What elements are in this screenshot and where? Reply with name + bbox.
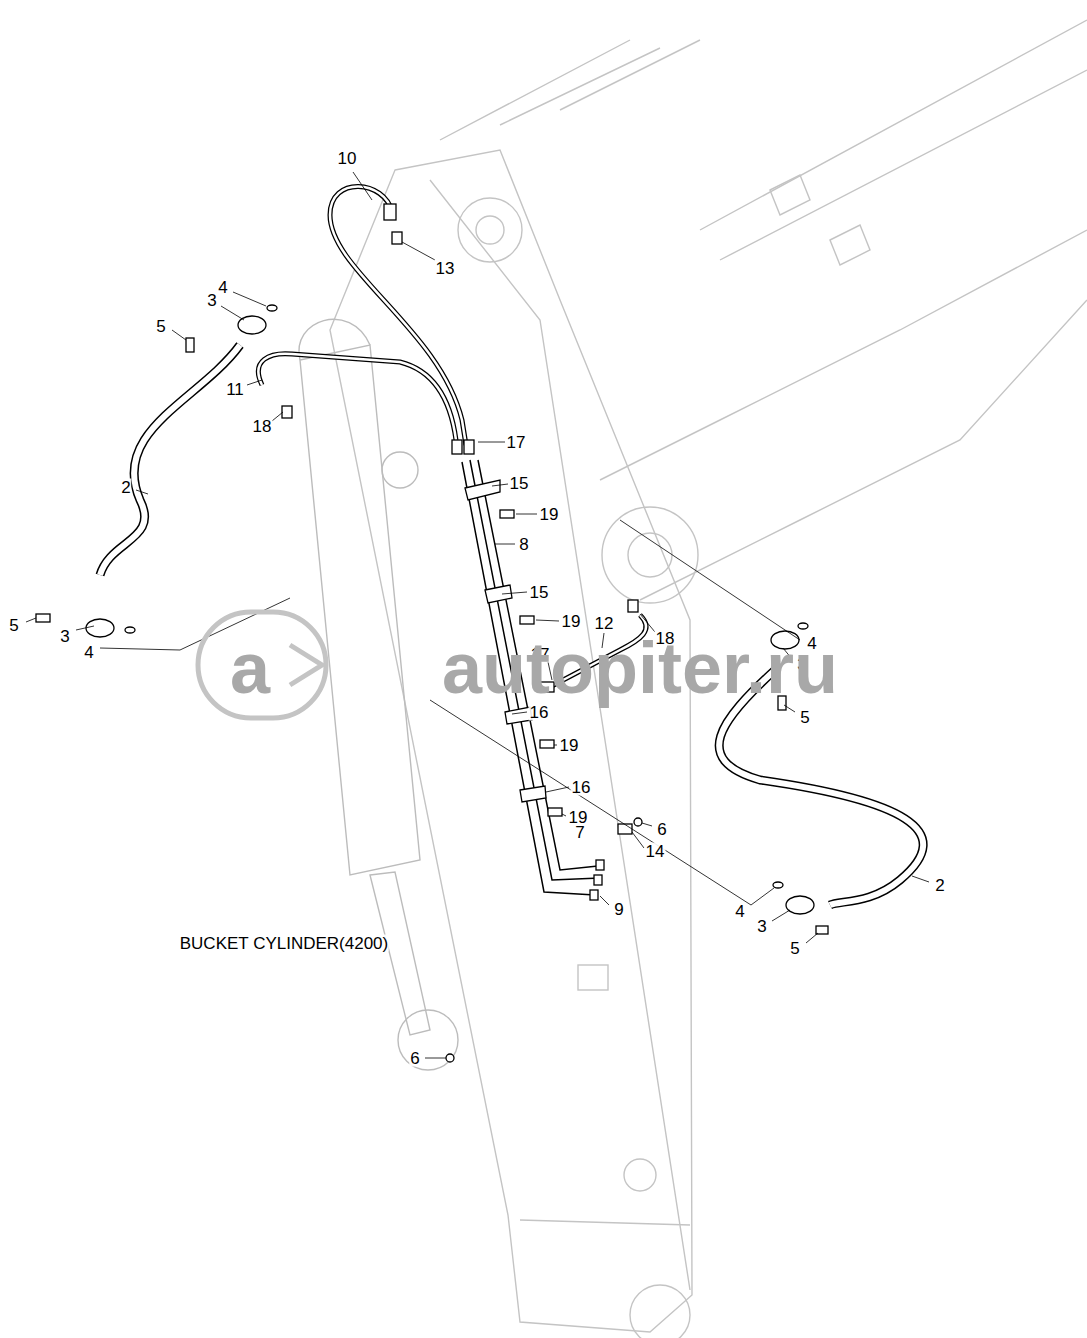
callout-number: 3 [206, 292, 217, 309]
stick-edge [430, 180, 690, 1290]
callout-number: 18 [252, 418, 273, 435]
callout-number: 5 [8, 617, 19, 634]
callout-number: 3 [59, 628, 70, 645]
fitting [464, 440, 474, 454]
hose [100, 345, 240, 575]
part-note: BUCKET CYLINDER(4200) [179, 935, 389, 952]
o-ring [125, 627, 135, 633]
pipe [258, 354, 456, 440]
cylinder-barrel [300, 345, 420, 875]
o-ring [798, 623, 808, 629]
bolt [540, 740, 554, 748]
callout-number: 4 [217, 279, 228, 296]
callout-number: 12 [594, 615, 615, 632]
callout-number: 16 [529, 704, 550, 721]
boom-outline [440, 20, 1087, 603]
fitting [618, 824, 632, 834]
fitting [594, 875, 602, 885]
watermark: a [230, 632, 270, 704]
watermark: autopiter.ru [442, 632, 838, 704]
stick-boss [458, 198, 522, 262]
callout-number: 17 [506, 434, 527, 451]
bolt [520, 616, 534, 624]
bolt [500, 510, 514, 518]
logo-ring [198, 612, 326, 718]
grease-nipple [446, 1054, 454, 1062]
callout-number: 5 [155, 318, 166, 335]
hydraulic-lines [100, 186, 923, 905]
link-pin [624, 1159, 656, 1191]
callout-number: 11 [225, 381, 245, 398]
boom-cylinder [700, 20, 1087, 260]
callout-number: 2 [120, 479, 131, 496]
flange [786, 896, 814, 914]
callout-number: 3 [756, 918, 767, 935]
fitting [628, 600, 638, 612]
boom-bracket [770, 175, 870, 265]
callout-number: 2 [934, 877, 945, 894]
o-ring [267, 305, 277, 311]
callout-number: 9 [613, 901, 624, 918]
fitting [392, 232, 402, 244]
leader-line [26, 172, 929, 1058]
callout-number: 10 [337, 150, 358, 167]
fitting [596, 860, 604, 870]
stick-outline [330, 150, 692, 1338]
callout-number: 19 [561, 613, 582, 630]
fitting [590, 890, 598, 900]
pipe-core [258, 354, 456, 440]
callout-number: 6 [409, 1050, 420, 1067]
callout-number: 8 [518, 536, 529, 553]
callout-number: 5 [789, 940, 800, 957]
callout-number: 4 [734, 903, 745, 920]
callout-number: 4 [83, 644, 94, 661]
plate [578, 965, 608, 990]
fitting [384, 204, 396, 220]
cylinder-eye [398, 1010, 458, 1070]
callout-number: 5 [799, 709, 810, 726]
callout-number: 6 [656, 821, 667, 838]
cylinder-port [382, 452, 418, 488]
bolt [548, 808, 562, 816]
stick-pin [476, 216, 504, 244]
callout-number: 16 [571, 779, 592, 796]
callout-number: 13 [435, 260, 456, 277]
flange [86, 619, 114, 637]
bolt [36, 614, 50, 622]
hose [719, 670, 923, 905]
callout-number: 15 [509, 475, 530, 492]
fitting [452, 440, 462, 454]
callout-number: 14 [645, 843, 666, 860]
callout-number: 19 [559, 737, 580, 754]
logo-chevron [290, 645, 322, 685]
fitting [282, 406, 292, 418]
boom-line [600, 230, 1087, 480]
callout-number: 19 [539, 506, 560, 523]
bucket-pin [630, 1285, 690, 1338]
boom-line [440, 40, 700, 140]
callout-number: 7 [574, 824, 585, 841]
bucket-cylinder [299, 319, 458, 1070]
leader-lines [26, 172, 929, 1058]
o-ring [773, 882, 783, 888]
watermark-logo [198, 612, 326, 718]
hose-core [100, 345, 240, 575]
hose-core [719, 670, 923, 905]
stick-body [330, 150, 692, 1332]
callout-number: 15 [529, 584, 550, 601]
boom-line [640, 300, 1087, 600]
bolt [186, 338, 194, 352]
grease-nipple [634, 818, 642, 826]
